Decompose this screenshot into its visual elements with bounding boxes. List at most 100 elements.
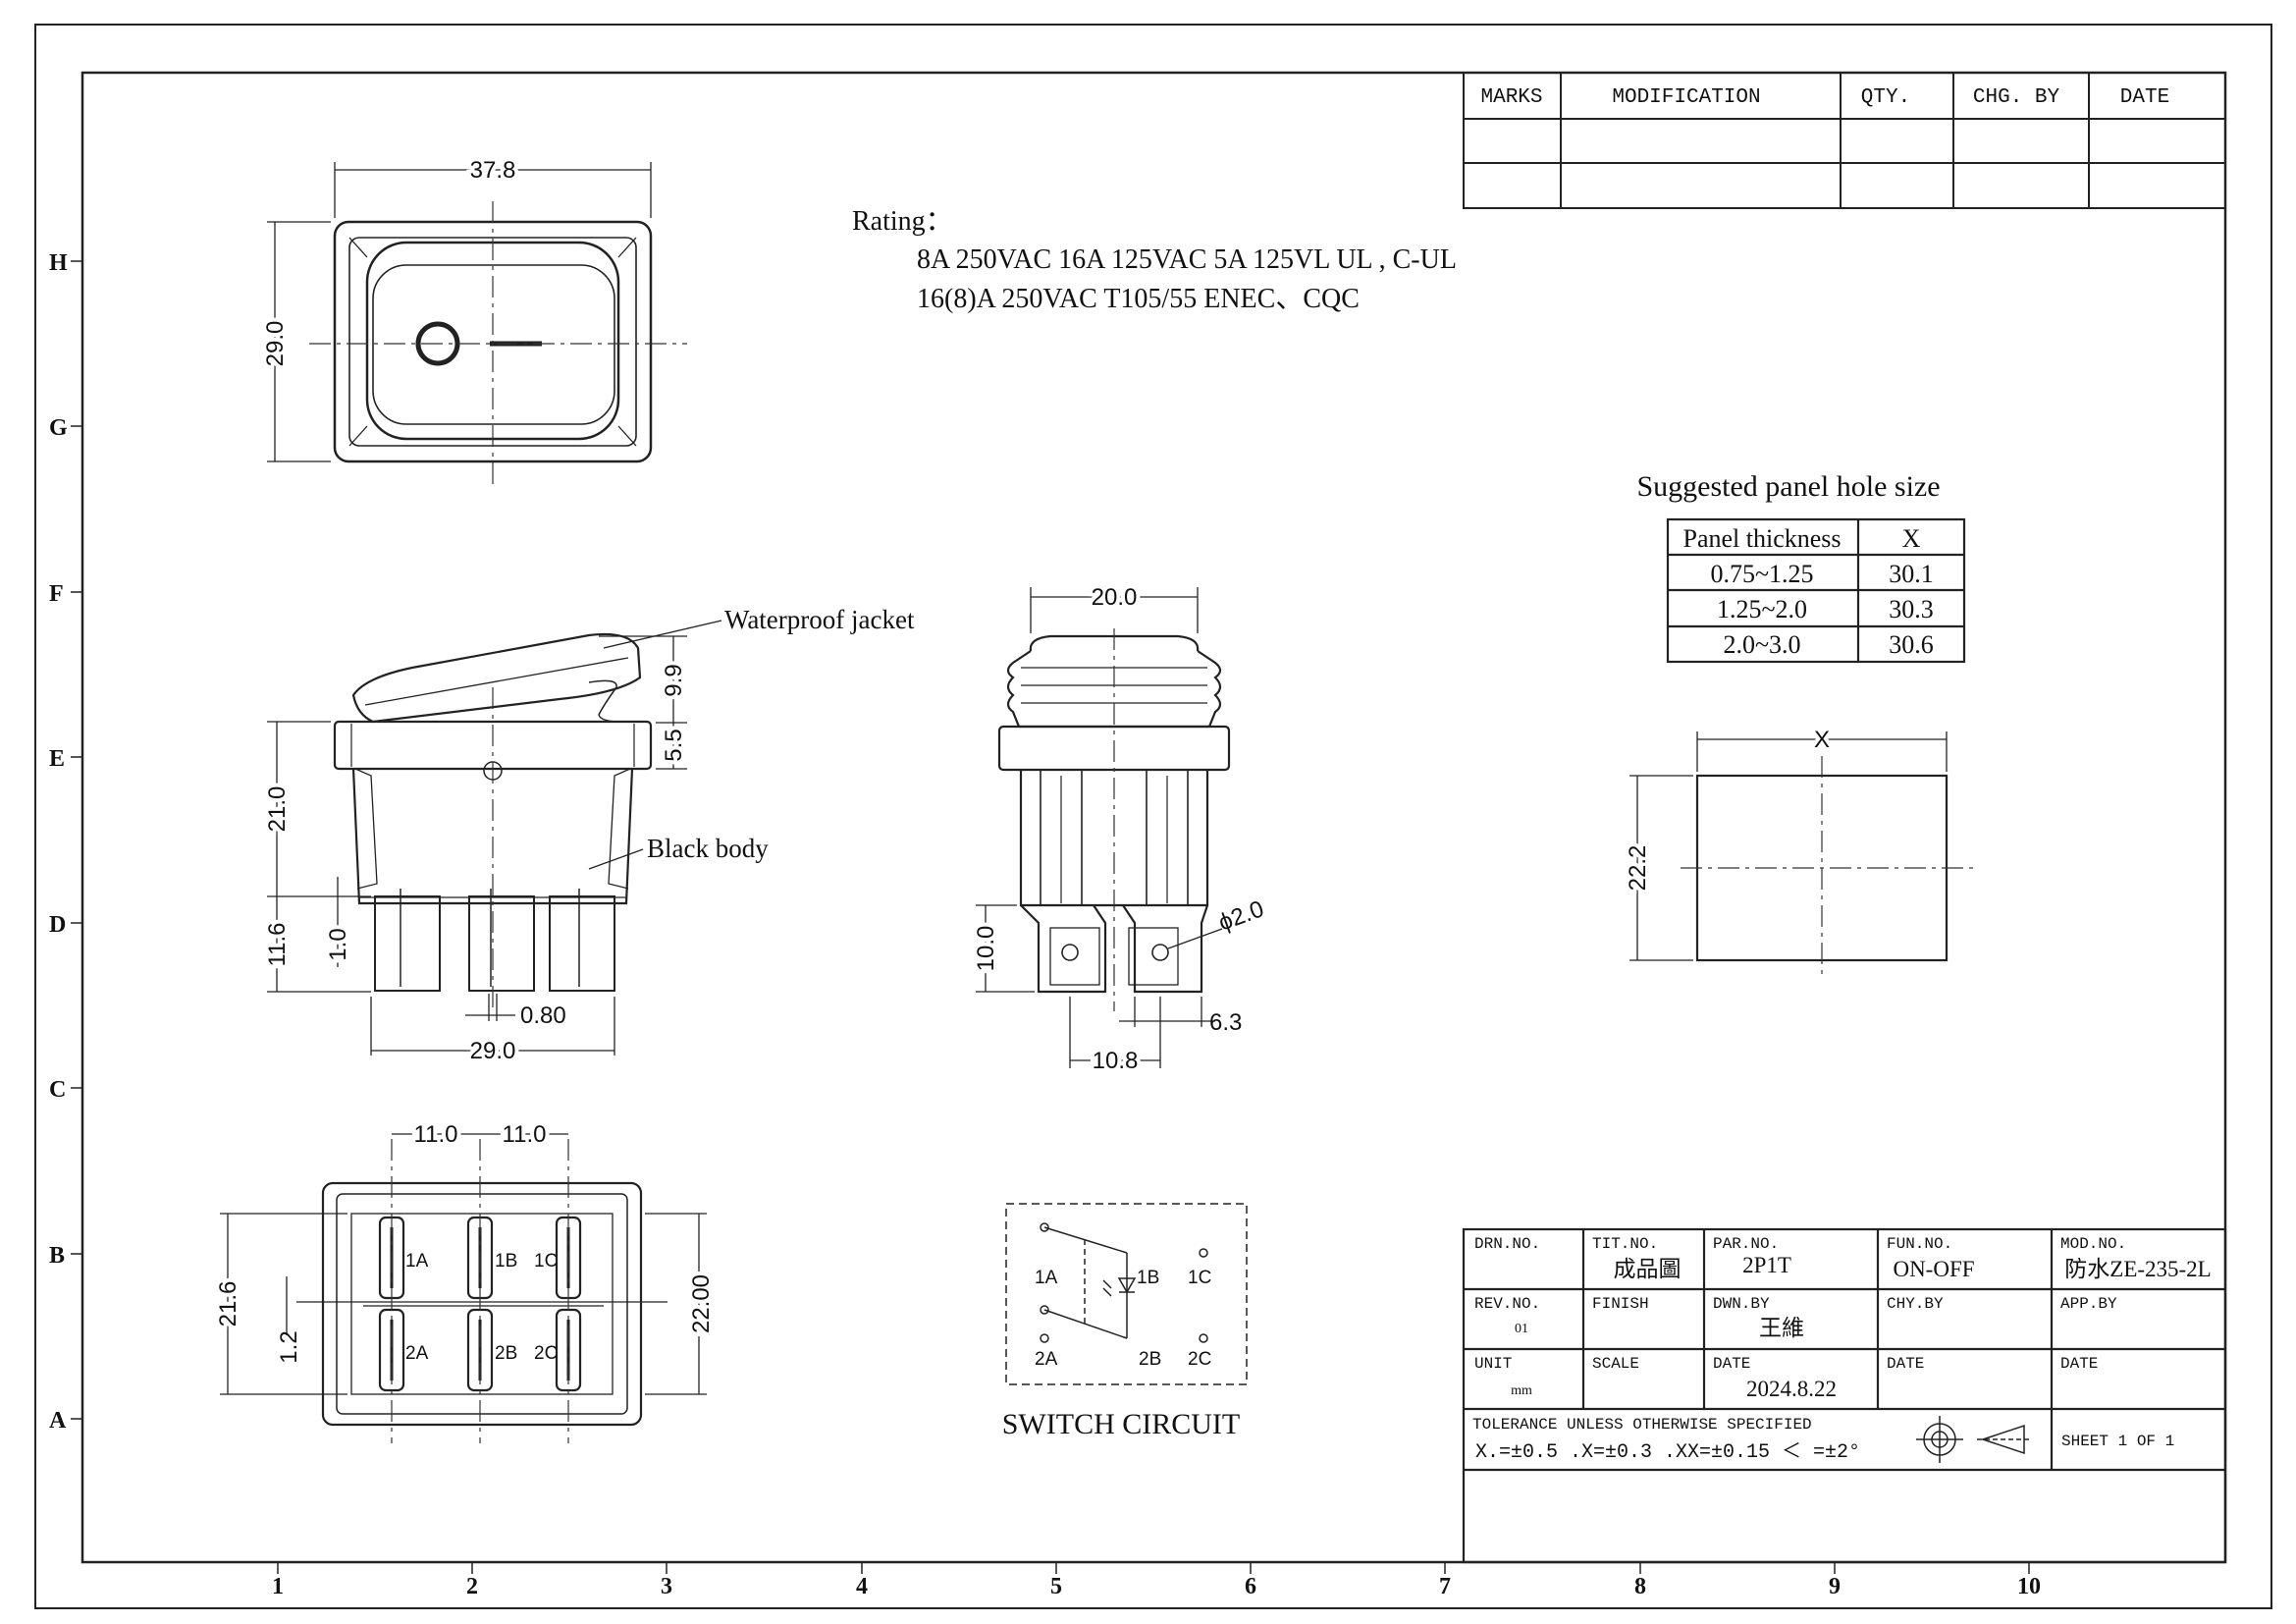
tb-dwn-by-value: 王維 (1759, 1316, 1804, 1340)
row-label-d: D (49, 912, 66, 938)
dim-1-0: 1.0 (325, 928, 351, 960)
tb-tit-no-label: TIT.NO. (1592, 1235, 1658, 1253)
tb-chy-by-label: CHY.BY (1887, 1295, 1944, 1313)
revision-table (1463, 72, 2226, 209)
col-label-8: 8 (1634, 1574, 1646, 1599)
dim-panel-height: 22.2 (1625, 845, 1651, 892)
title-block (1462, 1227, 2227, 1564)
tb-tolerance-label: TOLERANCE UNLESS OTHERWISE SPECIFIED (1472, 1416, 1812, 1434)
col-label-7: 7 (1439, 1574, 1451, 1599)
switch-circuit-diagram (1005, 1203, 1248, 1385)
rev-header-modification: MODIFICATION (1612, 86, 1760, 109)
front-view-dimensions (976, 587, 1223, 1068)
top-view-dimensions (267, 162, 652, 462)
tb-date-label-2: DATE (1887, 1355, 1924, 1373)
side-view-dimensions (267, 620, 722, 1056)
row-label-a: A (49, 1408, 67, 1434)
tb-finish-label: FINISH (1592, 1295, 1649, 1313)
tb-rev-no-value: 01 (1515, 1322, 1528, 1336)
panel-row-1-x: 30.1 (1889, 560, 1934, 588)
dim-top-height: 29.0 (262, 321, 289, 367)
col-label-2: 2 (466, 1574, 478, 1599)
row-label-h: H (49, 250, 68, 276)
tb-fun-no-value: ON-OFF (1893, 1257, 1974, 1281)
tb-par-no-value: 2P1T (1742, 1253, 1791, 1277)
label-black-body: Black body (647, 834, 769, 863)
dim-flange-height: 5.5 (661, 729, 687, 761)
dim-jacket-height: 9.9 (661, 664, 687, 696)
dim-terminal-height: 11.6 (264, 923, 291, 967)
col-markers (277, 1562, 2030, 1574)
row-label-f: F (49, 581, 64, 607)
circuit-label-2b: 2B (1139, 1349, 1161, 1370)
tb-date-label-3: DATE (2060, 1355, 2098, 1373)
bottom-view-centerlines (391, 1139, 569, 1443)
panel-row-3-thickness: 2.0~3.0 (1723, 630, 1800, 659)
dim-1-2: 1.2 (276, 1330, 302, 1363)
panel-header-x: X (1902, 524, 1921, 553)
dim-body-height: 21.0 (264, 786, 291, 833)
col-label-3: 3 (661, 1574, 672, 1599)
col-label-10: 10 (2017, 1574, 2041, 1599)
terminal-1a: 1A (405, 1251, 429, 1272)
rev-header-marks: MARKS (1480, 86, 1542, 109)
bottom-view-dimensions (220, 1133, 707, 1395)
col-label-6: 6 (1245, 1574, 1256, 1599)
rev-header-date: DATE (2120, 86, 2169, 109)
tb-scale-label: SCALE (1592, 1355, 1639, 1373)
panel-hole-title: Suggested panel hole size (1636, 470, 1940, 503)
circuit-label-2a: 2A (1035, 1349, 1058, 1370)
tb-mod-no-value: 防水ZE-235-2L (2064, 1257, 2211, 1281)
tb-dwn-by-label: DWN.BY (1713, 1295, 1770, 1313)
tb-par-no-label: PAR.NO. (1713, 1235, 1779, 1253)
rating-line-2: 16(8)A 250VAC T105/55 ENEC、CQC (917, 284, 1360, 314)
terminal-2a: 2A (405, 1343, 429, 1364)
circuit-label-1b: 1B (1137, 1268, 1159, 1288)
tb-drn-no-label: DRN.NO. (1474, 1235, 1540, 1253)
inner-border (80, 71, 2227, 1564)
tb-sheet: SHEET 1 OF 1 (2061, 1433, 2174, 1450)
dim-side-width: 29.0 (470, 1038, 516, 1064)
panel-hole-dimensions (1629, 731, 1948, 961)
bottom-view (296, 1181, 667, 1427)
panel-header-thickness: Panel thickness (1682, 524, 1841, 553)
terminal-1c: 1C (534, 1251, 558, 1272)
tb-date-value: 2024.8.22 (1746, 1377, 1837, 1401)
terminal-1b: 1B (495, 1251, 517, 1272)
dim-pitch-a: 11.0 (414, 1121, 458, 1148)
top-view-centerlines (309, 201, 687, 486)
tb-unit-label: UNIT (1474, 1355, 1512, 1373)
tb-date-label-1: DATE (1713, 1355, 1750, 1373)
dim-bottom-height: 21.6 (215, 1281, 241, 1327)
outer-border (34, 24, 2272, 1609)
row-markers (71, 260, 82, 1420)
panel-hole-centerlines (1681, 756, 1977, 980)
rev-header-chg-by: CHG. BY (1973, 86, 2060, 109)
side-view (333, 632, 653, 992)
tb-tolerance-values: X.=±0.5 .X=±0.3 .XX=±0.15 ＜ =±2° (1475, 1441, 1860, 1464)
dim-front-width: 20.0 (1092, 584, 1138, 611)
tb-tit-no-value: 成品圖 (1614, 1257, 1682, 1281)
switch-circuit-title: SWITCH CIRCUIT (1002, 1408, 1241, 1440)
panel-row-2-x: 30.3 (1889, 595, 1934, 623)
panel-hole-table (1666, 517, 1966, 664)
rating-line-1: 8A 250VAC 16A 125VAC 5A 125VL UL , C-UL (917, 244, 1457, 275)
projection-symbol-icon (1916, 1416, 2032, 1463)
rating-label: Rating： (852, 206, 953, 237)
row-label-b: B (49, 1243, 65, 1269)
col-label-9: 9 (1829, 1574, 1841, 1599)
tb-rev-no-label: REV.NO. (1474, 1295, 1540, 1313)
tb-mod-no-label: MOD.NO. (2060, 1235, 2126, 1253)
row-label-g: G (49, 415, 68, 441)
panel-row-1-thickness: 0.75~1.25 (1710, 560, 1813, 588)
dim-front-terminal-h: 10.0 (973, 926, 999, 972)
row-label-c: C (49, 1077, 66, 1103)
dim-pitch-b: 11.0 (503, 1121, 547, 1148)
dim-6-3: 6.3 (1209, 1009, 1242, 1036)
col-label-4: 4 (856, 1574, 868, 1599)
panel-row-2-thickness: 1.25~2.0 (1717, 595, 1807, 623)
circuit-label-2c: 2C (1188, 1349, 1211, 1370)
dim-0-80: 0.80 (520, 1002, 566, 1029)
circuit-label-1c: 1C (1188, 1268, 1211, 1288)
